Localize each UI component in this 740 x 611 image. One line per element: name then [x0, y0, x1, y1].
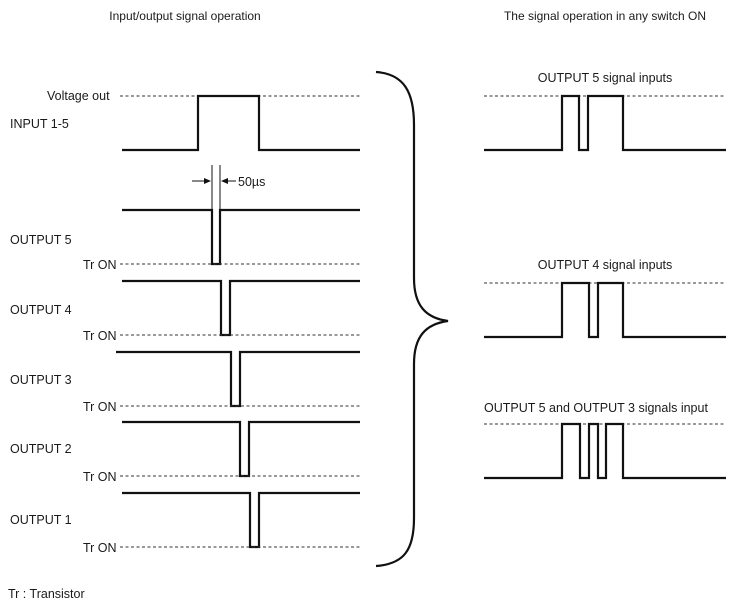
output2-tr-on-label: Tr ON [83, 470, 117, 484]
panel1-waveform [484, 94, 726, 152]
output5-signal-inputs-panel: OUTPUT 5 signal inputs [484, 71, 726, 152]
input-waveform-group: Voltage out INPUT 1-5 [10, 89, 360, 152]
output5-and-output3-signals-panel: OUTPUT 5 and OUTPUT 3 signals input [484, 401, 726, 480]
output2-waveform-group: OUTPUT 2 Tr ON [10, 420, 360, 484]
grouping-brace [375, 70, 449, 568]
right-header: The signal operation in any switch ON [504, 9, 706, 23]
output3-label: OUTPUT 3 [10, 373, 72, 387]
footnote: Tr : Transistor [8, 587, 85, 601]
output1-waveform-group: OUTPUT 1 Tr ON [10, 491, 360, 555]
output3-waveform [116, 350, 360, 408]
arrowhead-left-icon [221, 178, 228, 184]
output5-tr-on-label: Tr ON [83, 258, 117, 272]
panel2-waveform [484, 281, 726, 339]
panel3-title: OUTPUT 5 and OUTPUT 3 signals input [484, 401, 708, 415]
panel2-title: OUTPUT 4 signal inputs [538, 258, 673, 272]
output1-label: OUTPUT 1 [10, 513, 72, 527]
output2-waveform [122, 420, 360, 478]
pulse-width-label: 50µs [238, 175, 265, 189]
panel1-title: OUTPUT 5 signal inputs [538, 71, 673, 85]
output1-tr-on-label: Tr ON [83, 541, 117, 555]
input-label: INPUT 1-5 [10, 117, 69, 131]
output2-label: OUTPUT 2 [10, 442, 72, 456]
output5-label: OUTPUT 5 [10, 233, 72, 247]
output3-tr-on-label: Tr ON [83, 400, 117, 414]
output4-tr-on-label: Tr ON [83, 329, 117, 343]
input-waveform [122, 94, 360, 152]
output4-waveform-group: OUTPUT 4 Tr ON [10, 279, 360, 343]
pulse-width-dimension: 50µs [192, 165, 265, 210]
arrowhead-right-icon [204, 178, 211, 184]
left-header: Input/output signal operation [109, 9, 260, 23]
output1-waveform [122, 491, 360, 549]
output5-waveform-group: OUTPUT 5 Tr ON [10, 208, 360, 272]
voltage-out-label: Voltage out [47, 89, 110, 103]
output4-signal-inputs-panel: OUTPUT 4 signal inputs [484, 258, 726, 339]
output4-waveform [122, 279, 360, 337]
output4-label: OUTPUT 4 [10, 303, 72, 317]
panel3-waveform [484, 422, 726, 480]
output3-waveform-group: OUTPUT 3 Tr ON [10, 350, 360, 414]
output5-waveform [122, 208, 360, 266]
